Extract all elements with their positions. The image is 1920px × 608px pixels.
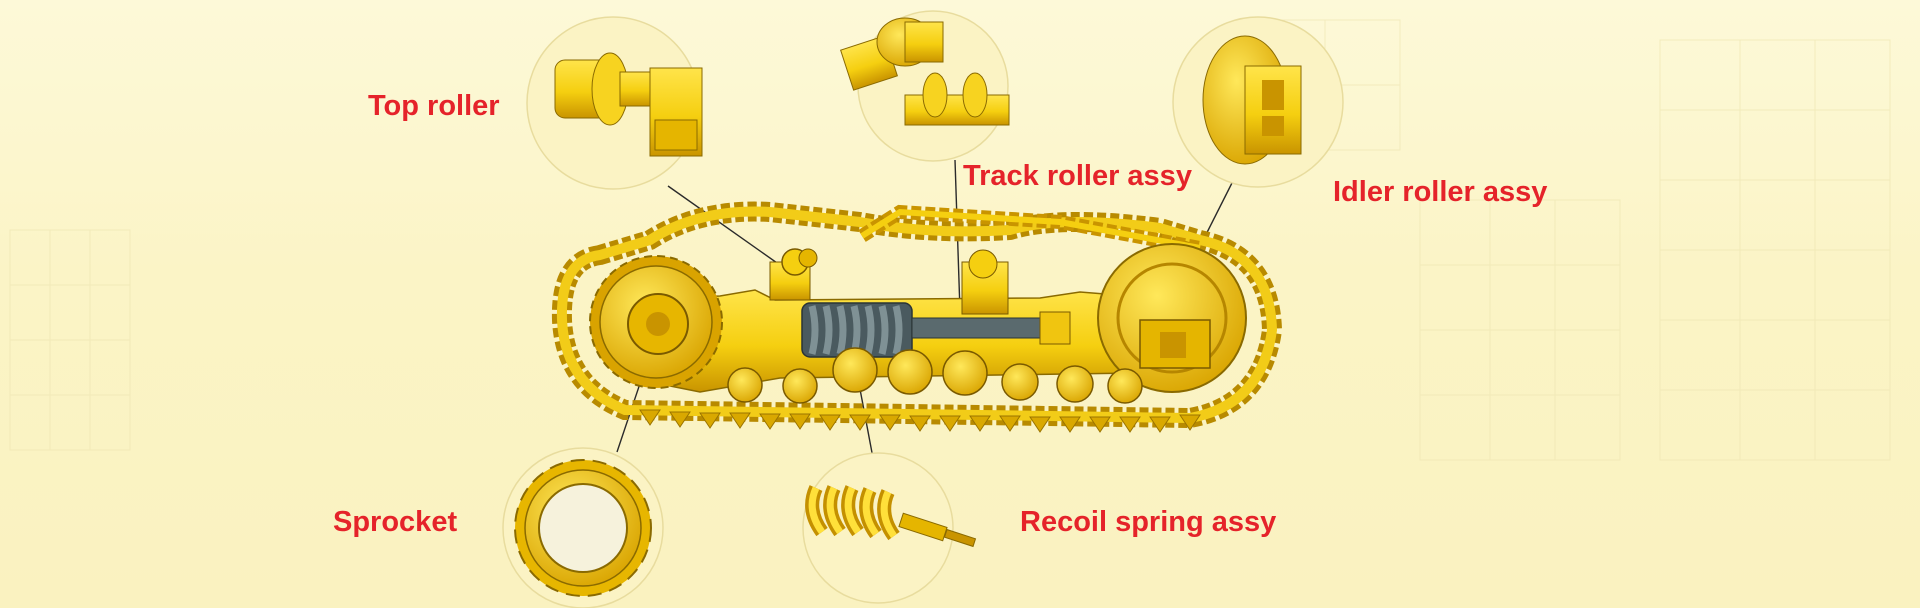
- callout-sprocket: [502, 447, 664, 608]
- callout-track-roller: [840, 10, 1010, 162]
- undercarriage-machine: [551, 201, 1283, 433]
- track-roller-part: [840, 17, 1010, 126]
- recoil-spring-part: [805, 485, 977, 548]
- sprocket-part: [514, 459, 652, 597]
- callout-recoil-spring: [802, 452, 977, 604]
- leader-line-top-roller: [667, 185, 788, 271]
- callout-idler: [1172, 16, 1344, 188]
- drive-sprocket: [589, 255, 723, 389]
- callout-top-roller: [526, 16, 703, 190]
- label-track-roller: Track roller assy: [963, 160, 1192, 192]
- label-recoil-spring: Recoil spring assy: [1020, 506, 1277, 538]
- top-roller-part: [554, 52, 703, 157]
- carrier-roller-on-frame: [769, 248, 818, 301]
- label-top-roller: Top roller: [368, 90, 500, 122]
- label-idler-roller: Idler roller assy: [1333, 176, 1548, 208]
- track-rollers: [727, 347, 1143, 404]
- label-sprocket: Sprocket: [333, 506, 458, 538]
- idler-wheel: [1097, 243, 1247, 393]
- recoil-spring-on-frame: [801, 302, 1071, 358]
- idler-part: [1202, 35, 1302, 165]
